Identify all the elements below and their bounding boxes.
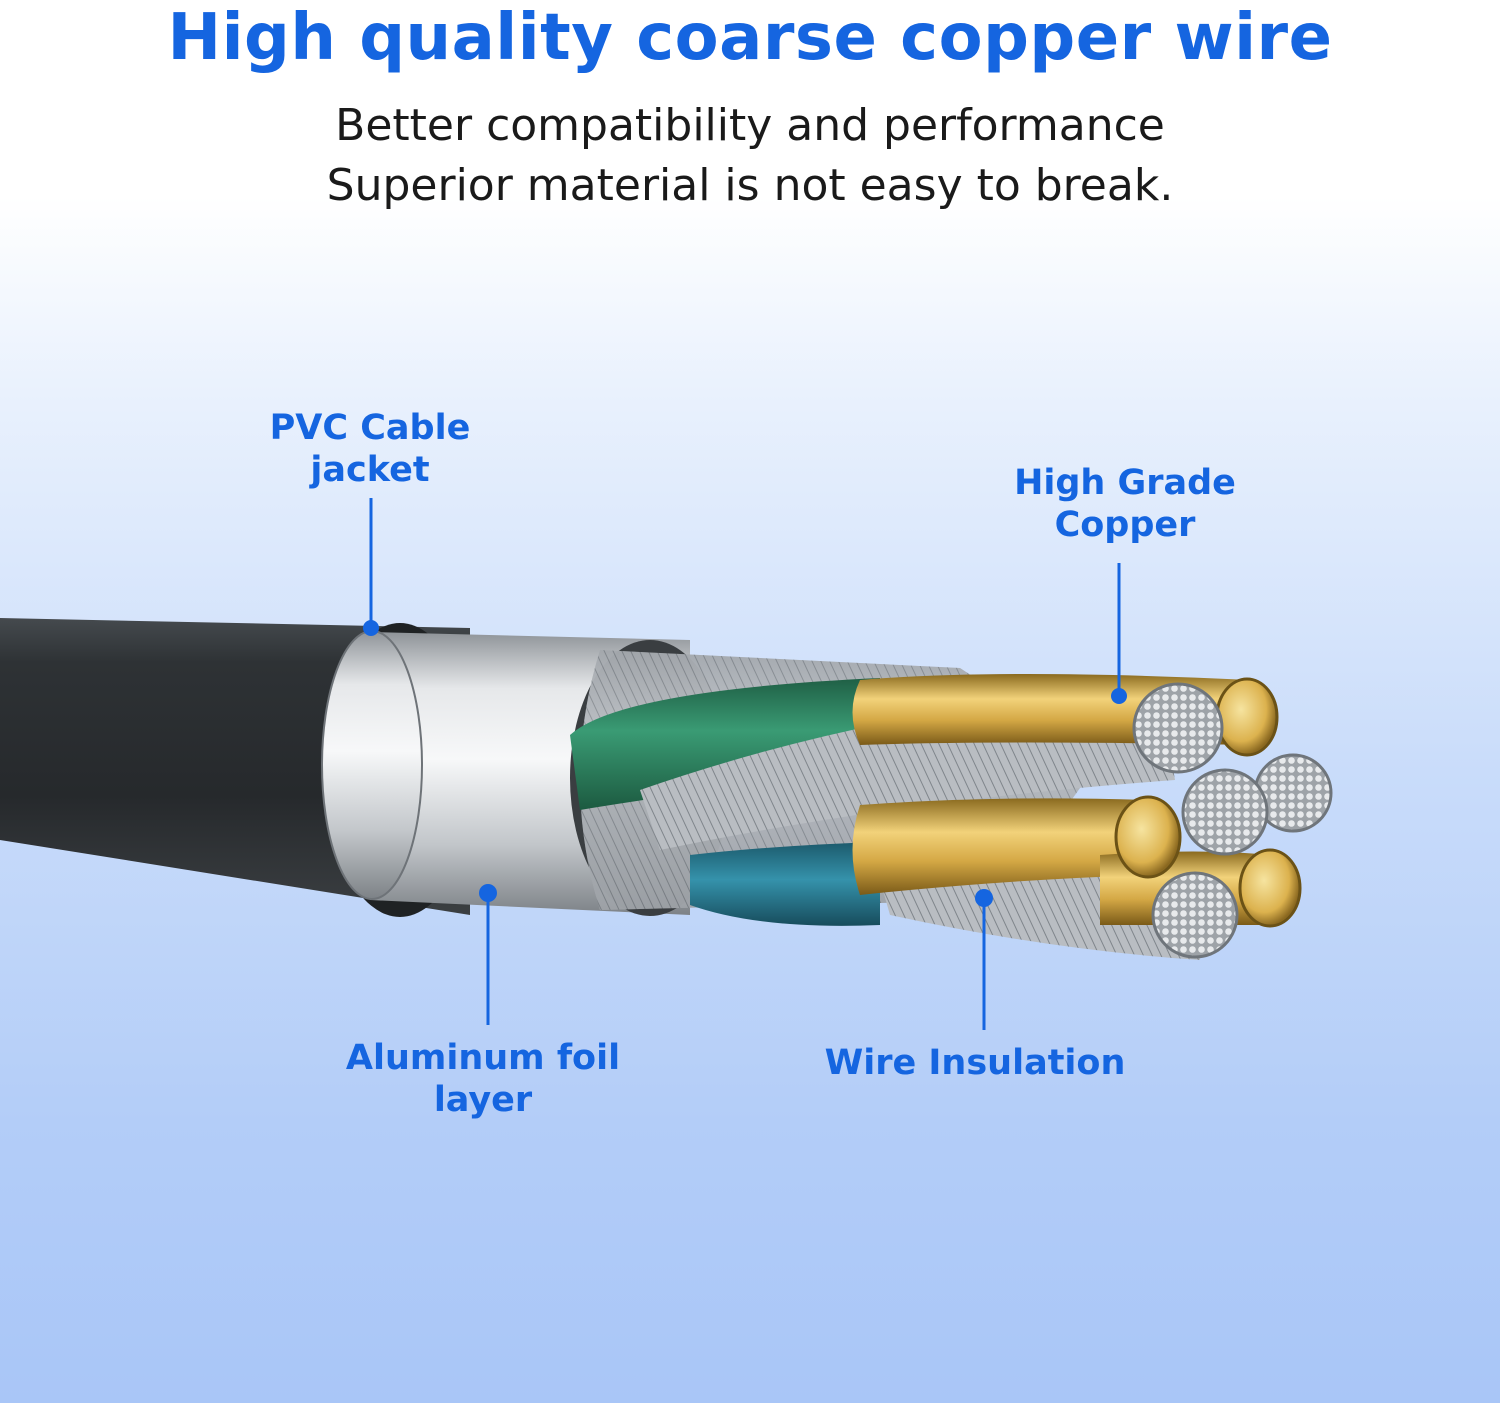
label-pvc-line-1: PVC Cable bbox=[269, 408, 471, 448]
label-foil-line-1: Aluminum foil bbox=[345, 1038, 621, 1078]
callout-foil bbox=[479, 884, 497, 1025]
callout-insulation bbox=[975, 889, 993, 1030]
label-foil-line-2: layer bbox=[433, 1080, 533, 1120]
subtitle-line-1: Better compatibility and performance bbox=[335, 100, 1165, 151]
strand-face-1 bbox=[1132, 682, 1224, 774]
label-wire-insulation: Wire Insulation bbox=[824, 1043, 1126, 1083]
callout-pvc bbox=[363, 498, 379, 636]
subtitle: Better compatibility and performance Sup… bbox=[0, 96, 1500, 216]
copper-sleeve-mid bbox=[852, 798, 1148, 895]
copper-cap-top bbox=[1215, 677, 1279, 757]
teal-conductor bbox=[690, 842, 880, 926]
strand-face-3 bbox=[1181, 768, 1269, 856]
label-pvc-jacket: PVC Cable jacket bbox=[240, 407, 500, 491]
label-aluminum-foil: Aluminum foil layer bbox=[318, 1037, 648, 1121]
copper-cap-low bbox=[1238, 848, 1302, 928]
label-pvc-line-2: jacket bbox=[310, 450, 430, 490]
page-title: High quality coarse copper wire bbox=[167, 1, 1333, 75]
label-copper-line-2: Copper bbox=[1054, 505, 1196, 545]
callout-copper bbox=[1111, 563, 1127, 704]
copper-cap-mid bbox=[1114, 795, 1182, 879]
subtitle-line-2: Superior material is not easy to break. bbox=[326, 160, 1174, 211]
label-copper-line-1: High Grade bbox=[1014, 463, 1236, 503]
foil-left-rim bbox=[321, 630, 423, 900]
label-high-grade-copper: High Grade Copper bbox=[985, 462, 1265, 546]
strand-face-4 bbox=[1151, 871, 1239, 959]
